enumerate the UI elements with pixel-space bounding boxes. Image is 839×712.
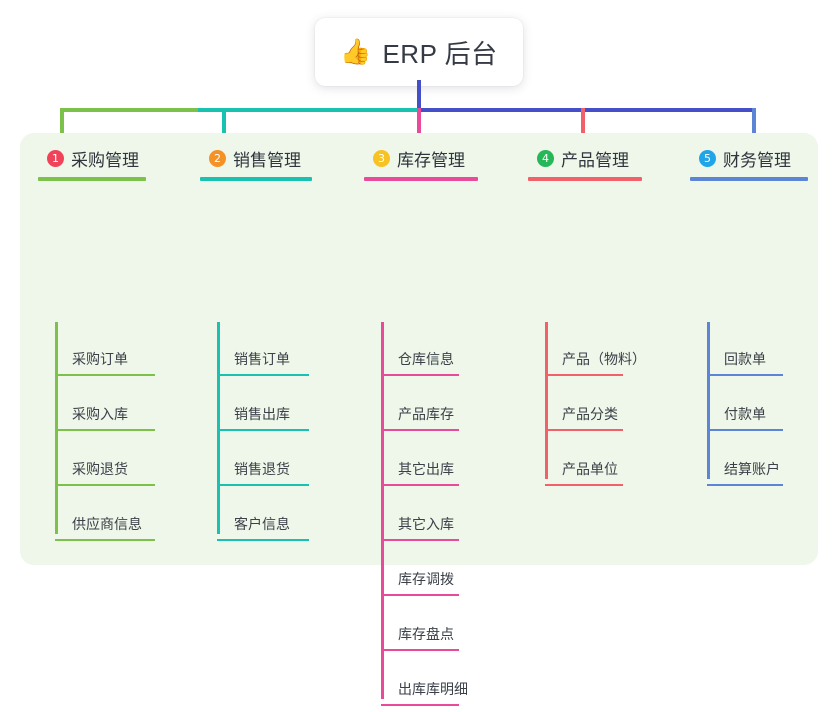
branch-spine xyxy=(381,322,384,699)
connector-drop xyxy=(752,108,756,148)
branch-item-label: 采购入库 xyxy=(72,406,128,422)
branch-item-label: 其它入库 xyxy=(398,516,454,532)
thumbs-up-icon: 👍 xyxy=(340,37,372,66)
branch-header-5[interactable]: 5 财务管理 xyxy=(690,145,808,171)
branch-item-rule xyxy=(545,429,623,431)
branch-item-label: 回款单 xyxy=(724,351,766,367)
branch-header-rule xyxy=(528,177,642,181)
branch-item-rule xyxy=(55,484,155,486)
branch-item-rule xyxy=(381,484,459,486)
branch-number-badge: 2 xyxy=(209,149,226,167)
branch-item-label: 供应商信息 xyxy=(72,516,142,532)
branch-item-rule xyxy=(545,484,623,486)
branch-item-label: 结算账户 xyxy=(724,461,780,477)
branch-column-2: 2 销售管理销售订单销售出库销售退货客户信息 xyxy=(200,145,312,541)
branch-item-label: 产品单位 xyxy=(562,461,618,477)
branch-item-rule xyxy=(55,429,155,431)
branch-item-label: 产品分类 xyxy=(562,406,618,422)
branch-item-label: 采购退货 xyxy=(72,461,128,477)
branch-item-rule xyxy=(707,374,783,376)
branch-header-3[interactable]: 3 库存管理 xyxy=(364,145,478,171)
branch-spine xyxy=(55,322,58,534)
branch-column-4: 4 产品管理产品（物料） 产品分类产品单位 xyxy=(528,145,646,486)
branch-item-rule xyxy=(545,374,623,376)
connector-drop xyxy=(222,108,226,148)
branch-header-2[interactable]: 2 销售管理 xyxy=(200,145,312,171)
branch-spine xyxy=(707,322,710,479)
connector-drop xyxy=(581,108,585,148)
branch-title: 库存管理 xyxy=(397,150,465,170)
root-trunk-connector xyxy=(417,80,421,111)
branch-item-rule xyxy=(217,374,309,376)
branch-item-label: 销售退货 xyxy=(234,461,290,477)
branch-spine xyxy=(217,322,220,534)
branch-number-badge: 1 xyxy=(47,149,64,167)
branch-item-label: 产品（物料） xyxy=(562,351,646,367)
branch-item-rule xyxy=(381,594,459,596)
branch-item-label: 库存盘点 xyxy=(398,626,454,642)
branch-item-rule xyxy=(55,374,155,376)
branch-header-4[interactable]: 4 产品管理 xyxy=(528,145,642,171)
connector-bar-segment xyxy=(419,108,756,112)
branch-item-rule xyxy=(381,539,459,541)
branch-item-rule xyxy=(217,429,309,431)
branch-header-1[interactable]: 1 采购管理 xyxy=(38,145,146,171)
branch-title: 采购管理 xyxy=(71,150,139,170)
branch-header-rule xyxy=(690,177,808,181)
branch-header-rule xyxy=(38,177,146,181)
branch-column-1: 1 采购管理采购订单采购入库采购退货供应商信息 xyxy=(38,145,155,541)
branch-header-rule xyxy=(364,177,478,181)
branch-number-badge: 3 xyxy=(373,149,390,167)
branch-item-label: 其它出库 xyxy=(398,461,454,477)
connector-bar-segment xyxy=(60,108,198,112)
branch-item-rule xyxy=(707,484,783,486)
branch-spine xyxy=(545,322,548,479)
branch-item-label: 出库库明细 xyxy=(398,681,468,697)
branch-item-label: 采购订单 xyxy=(72,351,128,367)
branch-item-label: 销售订单 xyxy=(234,351,290,367)
connector-drop xyxy=(60,108,64,148)
branches-panel xyxy=(20,133,818,565)
branch-number-badge: 5 xyxy=(699,149,716,167)
branch-item-rule xyxy=(55,539,155,541)
branch-title: 销售管理 xyxy=(233,150,301,170)
branch-item-rule xyxy=(381,374,459,376)
root-node[interactable]: 👍 ERP 后台 xyxy=(315,18,523,86)
branch-item-label: 付款单 xyxy=(724,406,766,422)
branch-item-rule xyxy=(707,429,783,431)
branch-item-rule xyxy=(217,484,309,486)
root-title: ERP 后台 xyxy=(382,38,498,69)
branch-header-rule xyxy=(200,177,312,181)
branch-item-rule xyxy=(381,429,459,431)
branch-item-label: 产品库存 xyxy=(398,406,454,422)
connector-bar-segment xyxy=(198,108,419,112)
branch-number-badge: 4 xyxy=(537,149,554,167)
branch-item-rule xyxy=(381,704,459,706)
branch-item-rule xyxy=(381,649,459,651)
branch-column-3: 3 库存管理仓库信息产品库存其它出库其它入库库存调拨库存盘点出库库明细 xyxy=(364,145,478,706)
branch-item-rule xyxy=(217,539,309,541)
branch-title: 财务管理 xyxy=(723,150,791,170)
branch-column-5: 5 财务管理回款单付款单结算账户 xyxy=(690,145,808,486)
branch-item-label: 仓库信息 xyxy=(398,351,454,367)
erp-mindmap-canvas: 👍 ERP 后台 1 采购管理采购订单采购入库采购退货供应商信息 2 销售管理销售订单… xyxy=(20,18,818,706)
branch-item-label: 客户信息 xyxy=(234,516,290,532)
branch-item-label: 销售出库 xyxy=(234,406,290,422)
connector-drop xyxy=(417,108,421,148)
branch-item-label: 库存调拨 xyxy=(398,571,454,587)
branch-title: 产品管理 xyxy=(561,150,629,170)
